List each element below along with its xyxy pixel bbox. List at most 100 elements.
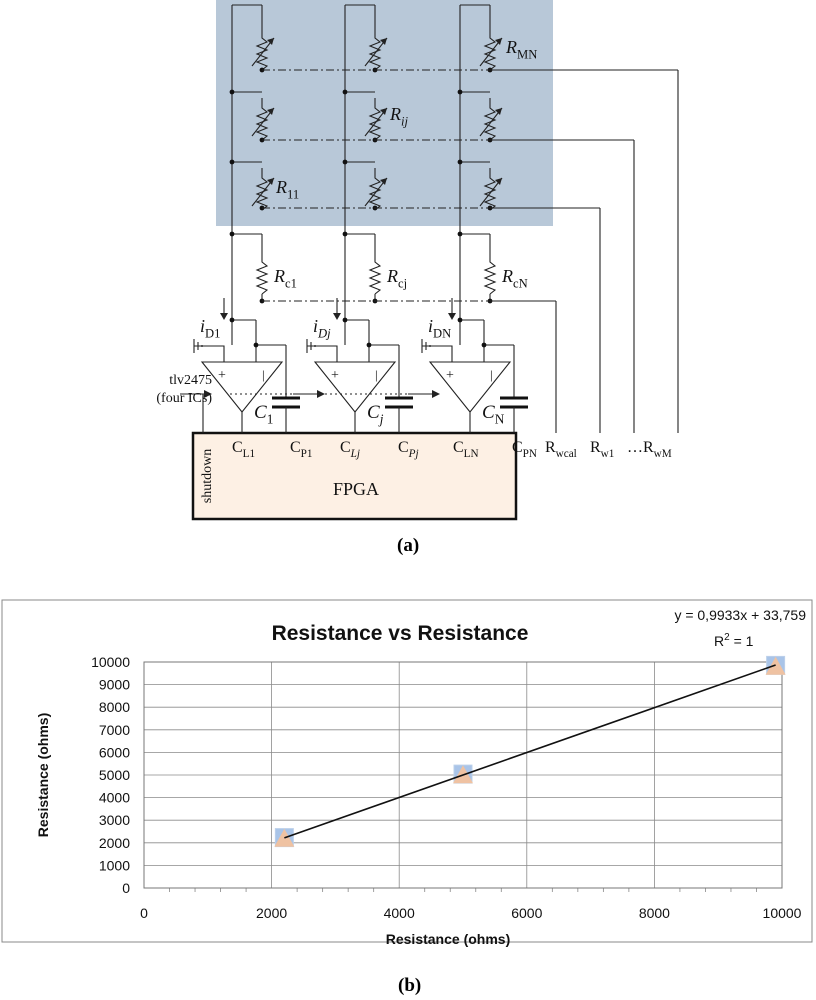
current-arrow-head <box>448 313 456 320</box>
trendline <box>284 664 776 839</box>
y-axis-label: Resistance (ohms) <box>35 713 51 837</box>
junction-dot <box>229 159 235 165</box>
ic-label: tlv2475 <box>169 373 212 388</box>
x-tick-label: 2000 <box>256 905 287 921</box>
y-tick-label: 4000 <box>99 790 130 806</box>
scatter-chart: 0 1000 2000 3000 4000 5000 6000 7000 8000 9000 100… <box>1 599 813 947</box>
label-cap-1: Cj <box>367 402 384 427</box>
pin-label-2: CLj <box>340 439 360 460</box>
label-id-2: iDN <box>428 316 451 340</box>
comparator-2 <box>428 361 512 413</box>
y-tick-label: 10000 <box>91 654 130 670</box>
plus-sign: + <box>218 368 226 383</box>
cal-resistor-2 <box>483 258 497 295</box>
junction-dot <box>229 231 235 237</box>
junction-dot <box>229 89 235 95</box>
y-tick-label: 1000 <box>99 857 130 873</box>
pin-label-4: CLN <box>453 439 479 460</box>
x-tick-label: 6000 <box>511 905 542 921</box>
junction-dot <box>457 159 463 165</box>
resistor-0-1 <box>255 104 269 141</box>
variable-arrow-head <box>495 38 502 45</box>
resistor-1-1 <box>368 104 382 141</box>
resistor-1-0 <box>368 34 382 71</box>
pin-label-7: Rw1 <box>590 439 614 460</box>
cal-resistor-1 <box>368 258 382 295</box>
resistor-0-0 <box>255 34 269 71</box>
pin-label-1: CP1 <box>290 439 313 460</box>
shutdown-arrow-head <box>432 390 440 398</box>
trendline-equation: y = 0,9933x + 33,759 <box>674 607 806 623</box>
resistor-0-2 <box>255 174 269 211</box>
chart-title: Resistance vs Resistance <box>272 622 529 645</box>
resistor-2-2 <box>483 174 497 211</box>
resistor-2-1 <box>483 104 497 141</box>
junction-dot <box>481 342 487 348</box>
junction-dot <box>342 89 348 95</box>
variable-arrow-head <box>495 108 502 115</box>
shutdown-line <box>202 393 210 433</box>
x-tick-label: 4000 <box>384 905 415 921</box>
caption-a: (a) <box>397 535 420 556</box>
variable-arrow-head <box>380 178 387 185</box>
junction-dot <box>366 342 372 348</box>
ground-icon <box>306 339 338 362</box>
label-id-1: iDj <box>313 316 331 340</box>
x-tick-label: 10000 <box>763 905 802 921</box>
y-tick-label: 6000 <box>99 744 130 760</box>
variable-arrow-head <box>380 108 387 115</box>
minus-sign: | <box>490 367 493 382</box>
shutdown-label: shutdown <box>200 449 215 503</box>
pin-label-6: Rwcal <box>545 439 577 460</box>
current-arrow-head <box>333 313 341 320</box>
y-tick-label: 3000 <box>99 812 130 828</box>
current-arrow-head <box>220 313 228 320</box>
junction-dot <box>229 317 235 323</box>
chart-frame <box>1 599 813 943</box>
variable-arrow-head <box>267 108 274 115</box>
label-rc-2: RcN <box>501 266 528 290</box>
cal-resistor-0 <box>255 258 269 295</box>
pin-label-5: CPN <box>512 439 537 460</box>
label-cap-0: C1 <box>254 402 273 427</box>
comparator-0 <box>200 361 284 413</box>
r-squared: R2 = 1 <box>714 632 754 649</box>
label-cap-2: CN <box>482 402 505 427</box>
comparator-1 <box>313 361 397 413</box>
label-id-0: iD1 <box>200 316 220 340</box>
y-tick-label: 8000 <box>99 699 130 715</box>
junction-dot <box>342 317 348 323</box>
variable-arrow-head <box>267 38 274 45</box>
junction-dot <box>457 89 463 95</box>
x-axis-label: Resistance (ohms) <box>386 931 510 947</box>
fpga-block <box>191 431 518 521</box>
junction-dot <box>342 159 348 165</box>
plus-sign: + <box>331 368 339 383</box>
y-tick-label: 2000 <box>99 835 130 851</box>
resistor-1-2 <box>368 174 382 211</box>
junction-dot <box>457 231 463 237</box>
caption-b: (b) <box>398 975 422 996</box>
y-tick-label: 5000 <box>99 767 130 783</box>
x-tick-label: 0 <box>140 905 148 921</box>
ic-label-2: (four ICs) <box>156 391 212 406</box>
variable-arrow-head <box>267 178 274 185</box>
y-tick-label: 7000 <box>99 722 130 738</box>
minus-sign: | <box>375 367 378 382</box>
resistor-2-0 <box>483 34 497 71</box>
junction-dot <box>342 231 348 237</box>
ground-icon <box>421 339 453 362</box>
label-r-mn: RMN <box>505 37 537 61</box>
label-r-ij: Rij <box>389 104 408 128</box>
variable-arrow-head <box>495 178 502 185</box>
ground-icon <box>193 339 225 362</box>
junction-dot <box>457 317 463 323</box>
label-rc-1: Rcj <box>386 266 407 290</box>
y-tick-label: 9000 <box>99 677 130 693</box>
pin-label-3: CPj <box>398 439 419 460</box>
junction-dot <box>253 342 259 348</box>
fpga-label: FPGA <box>333 479 379 499</box>
y-tick-label: 0 <box>122 880 130 896</box>
label-r-11: R11 <box>275 177 299 201</box>
